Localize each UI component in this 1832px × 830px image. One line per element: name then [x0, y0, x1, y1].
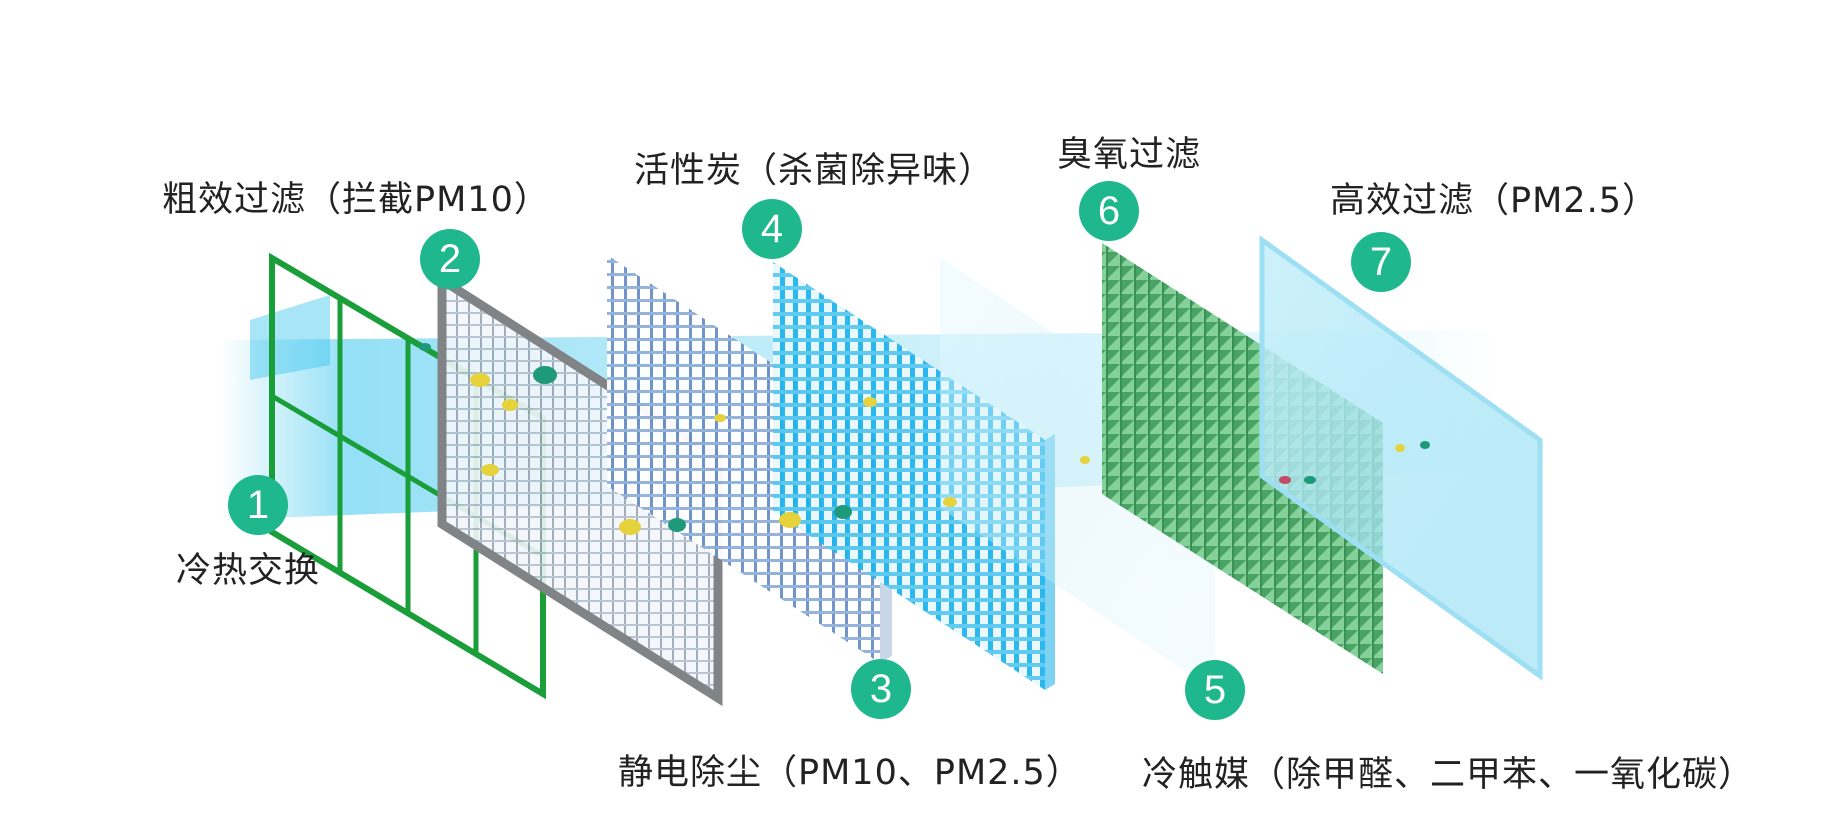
- layer-1-number-badge: 1: [228, 475, 288, 535]
- layer-1-label: 冷热交换: [176, 551, 321, 591]
- layer-3-number-badge: 3: [851, 659, 911, 719]
- layer-6-number-badge: 6: [1079, 181, 1139, 241]
- dust-particles: [419, 343, 1430, 535]
- layer-5-clear-panel: [940, 258, 1215, 690]
- layer-7-glass-panel: [1259, 235, 1543, 681]
- layer-2-label: 粗效过滤（拦截PM10）: [162, 180, 550, 220]
- layer-7-number-badge: 7: [1351, 232, 1411, 292]
- layer-6-label: 臭氧过滤: [1057, 135, 1202, 175]
- layer-6-green-mesh: [1102, 243, 1383, 674]
- airflow-arrow: [250, 295, 330, 380]
- layer-7-label: 高效过滤（PM2.5）: [1330, 181, 1658, 221]
- layer-5-number-badge: 5: [1185, 660, 1245, 720]
- layer-3-label: 静电除尘（PM10、PM2.5）: [618, 753, 1082, 793]
- layer-4-label: 活性炭（杀菌除异味）: [634, 151, 995, 191]
- layer-2-number-badge: 2: [420, 229, 480, 289]
- layer-4-number-badge: 4: [742, 199, 802, 259]
- layer-5-label: 冷触媒（除甲醛、二甲苯、一氧化碳）: [1142, 755, 1755, 795]
